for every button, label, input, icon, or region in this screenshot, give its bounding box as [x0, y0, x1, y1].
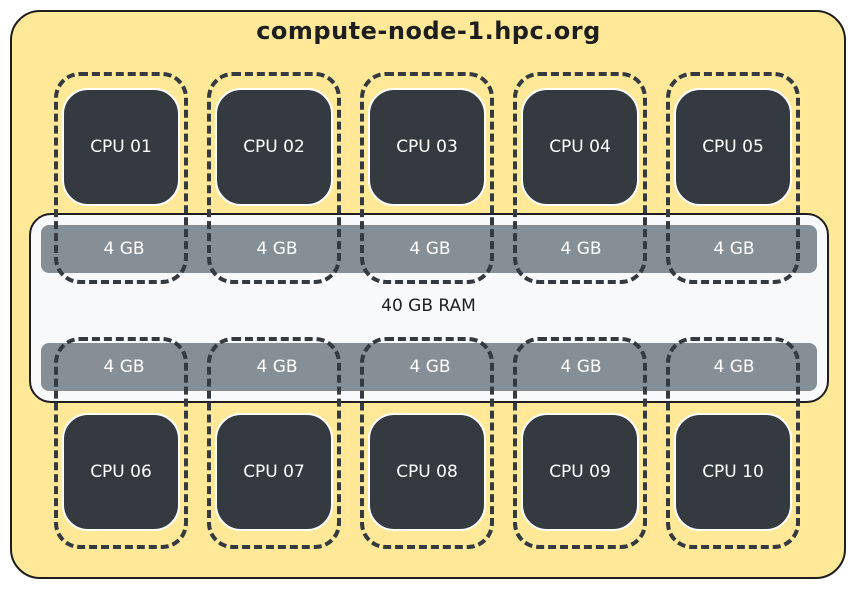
- dimm-label: 4 GB: [560, 357, 602, 377]
- cpu-memory-group: [666, 72, 800, 284]
- cpu-box: CPU 06: [62, 413, 180, 531]
- dimm-label: 4 GB: [713, 357, 755, 377]
- cpu-box: CPU 02: [215, 88, 333, 206]
- cpu-memory-group: [360, 72, 494, 284]
- cpu-box: CPU 08: [368, 413, 486, 531]
- cpu-box: CPU 09: [521, 413, 639, 531]
- cpu-memory-group: [513, 337, 647, 549]
- cpu-box: CPU 01: [62, 88, 180, 206]
- cpu-box: CPU 05: [674, 88, 792, 206]
- cpu-memory-group: [54, 337, 188, 549]
- ram-total-label: 40 GB RAM: [381, 296, 476, 316]
- dimm-label: 4 GB: [560, 239, 602, 259]
- cpu-box: CPU 07: [215, 413, 333, 531]
- cpu-box: CPU 10: [674, 413, 792, 531]
- dimm-label: 4 GB: [713, 239, 755, 259]
- cpu-memory-group: [207, 72, 341, 284]
- cpu-box: CPU 03: [368, 88, 486, 206]
- dimm-label: 4 GB: [409, 357, 451, 377]
- dimm-label: 4 GB: [103, 357, 145, 377]
- cpu-box: CPU 04: [521, 88, 639, 206]
- dimm-label: 4 GB: [256, 357, 298, 377]
- node-hostname-title: compute-node-1.hpc.org: [256, 17, 601, 45]
- cpu-memory-group: [666, 337, 800, 549]
- cpu-memory-group: [207, 337, 341, 549]
- dimm-label: 4 GB: [103, 239, 145, 259]
- cpu-memory-group: [513, 72, 647, 284]
- dimm-label: 4 GB: [256, 239, 298, 259]
- dimm-label: 4 GB: [409, 239, 451, 259]
- cpu-memory-group: [360, 337, 494, 549]
- cpu-memory-group: [54, 72, 188, 284]
